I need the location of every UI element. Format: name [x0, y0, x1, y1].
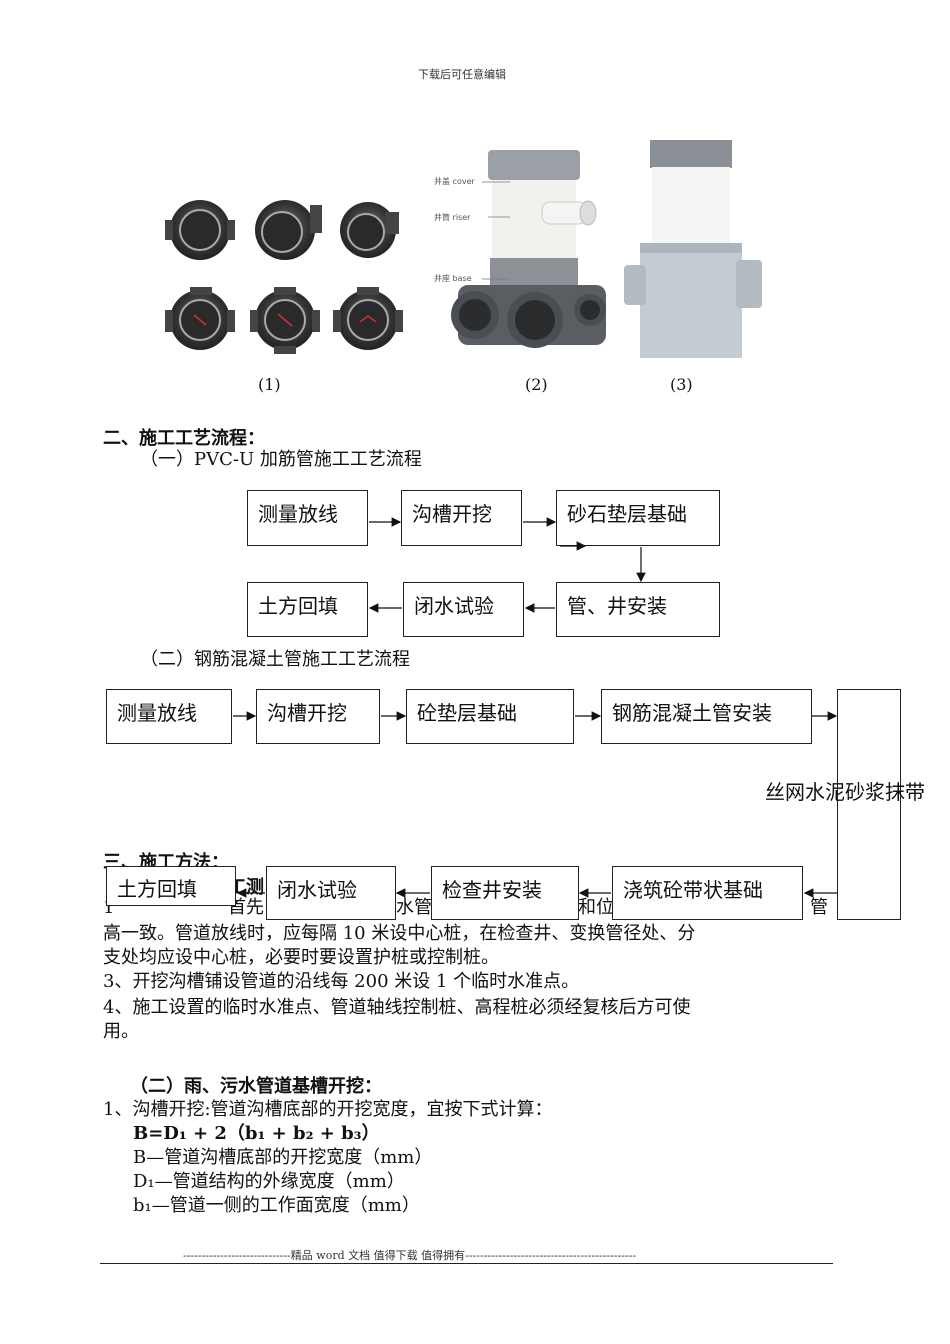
page-header: 下载后可任意编辑 [418, 68, 506, 81]
flow1-step-water-test: 闭水试验 [403, 582, 524, 637]
section-3-fragment-f: 管 [810, 897, 828, 918]
flow2-step-backfill: 土方回填 [106, 866, 236, 906]
para-line-3: 3、开挖沟槽铺设管道的沿线每 200 米设 1 个临时水准点。 [103, 971, 580, 992]
label-cover: 井盖 cover [434, 176, 475, 186]
width-formula: B=D₁ + 2（b₁ + b₂ + b₃） [133, 1123, 380, 1144]
flow2-step-strip-foundation: 浇筑砼带状基础 [612, 866, 803, 920]
flow2-step-mesh-plaster [837, 689, 901, 920]
definition-d1: D₁—管道结构的外缘宽度（mm） [133, 1171, 405, 1192]
section-3-fragment-e: 和位 [578, 897, 614, 918]
trench-para: 1、沟槽开挖:管道沟槽底部的开挖宽度，宜按下式计算： [103, 1099, 553, 1120]
flow2-step-pipe-install: 钢筋混凝土管安装 [601, 689, 812, 744]
flow2-step-water-test: 闭水试验 [266, 866, 396, 920]
caption-2: (2) [525, 375, 548, 394]
para-line-2: 支处均应设中心桩，必要时要设置护桩或控制桩。 [103, 947, 499, 968]
page-footer: -----------------------------精品 word 文档 … [183, 1249, 637, 1262]
footer-rule [100, 1263, 833, 1264]
photo-fittings [165, 200, 403, 354]
flow1-step-gravel-base: 砂石垫层基础 [556, 490, 720, 546]
photo-inspection-well: 井盖 cover 井筒 riser 井座 base [434, 150, 606, 348]
flow2-step-concrete-base: 砼垫层基础 [406, 689, 574, 744]
section-3-fragment-c: 首先 [228, 897, 264, 918]
subsection-trench-title: （二）雨、污水管道基槽开挖： [130, 1076, 382, 1097]
flow2-mesh-plaster-label: 丝网水泥砂浆抹带 [765, 780, 925, 804]
flow1-step-trench: 沟槽开挖 [401, 490, 522, 546]
flow1-step-backfill: 土方回填 [247, 582, 368, 637]
flow2-heading: （二）钢筋混凝土管施工工艺流程 [140, 649, 410, 670]
para-line-4: 4、施工设置的临时水准点、管道轴线控制桩、高程桩必须经复核后方可使 [103, 997, 691, 1018]
definition-b: B—管道沟槽底部的开挖宽度（mm） [133, 1147, 433, 1168]
label-base: 井座 base [434, 273, 472, 283]
flow1-step-survey: 测量放线 [247, 490, 368, 546]
section-3-fragment-b: 1 [103, 897, 115, 918]
section-3-fragment-d: 水管 [396, 897, 432, 918]
section-3-fragment-a: 工测 [228, 877, 264, 898]
flow1-heading: （一）PVC-U 加筋管施工工艺流程 [140, 449, 422, 470]
flow2-step-trench: 沟槽开挖 [256, 689, 380, 744]
flow1-step-pipe-install: 管、井安装 [556, 582, 720, 637]
section-2-title: 二、施工工艺流程： [103, 428, 265, 449]
para-line-1: 高一致。管道放线时，应每隔 10 米设中心桩，在检查井、变换管径处、分 [103, 923, 696, 944]
label-riser: 井筒 riser [434, 212, 471, 222]
photo-tee-well [624, 140, 762, 358]
flow2-step-survey: 测量放线 [106, 689, 232, 744]
flow2-step-manhole-install: 检查井安装 [431, 866, 579, 920]
caption-3: (3) [670, 375, 693, 394]
caption-1: (1) [258, 375, 281, 394]
definition-b1: b₁—管道一侧的工作面宽度（mm） [133, 1195, 420, 1216]
para-line-5: 用。 [103, 1021, 139, 1042]
